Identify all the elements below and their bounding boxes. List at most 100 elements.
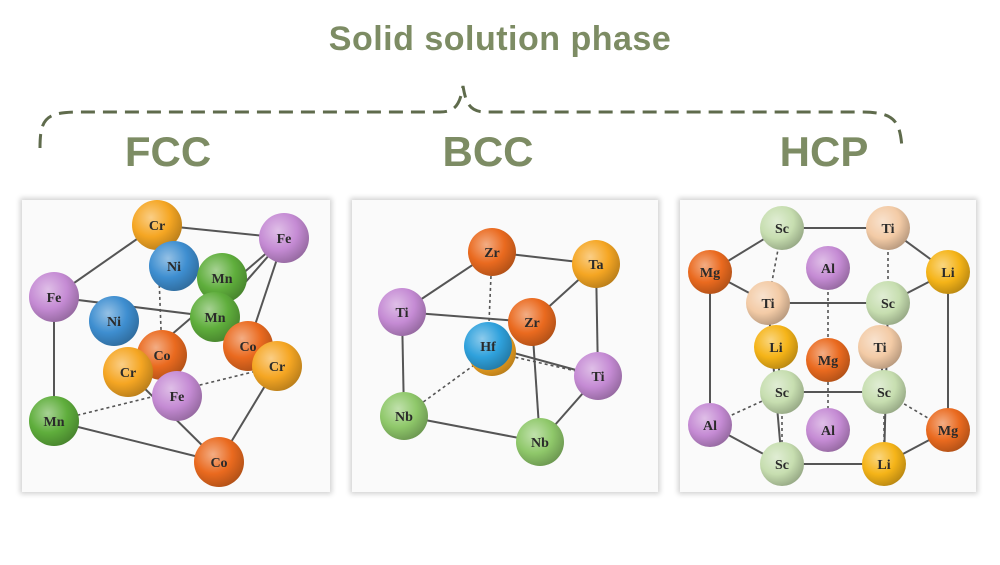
- atom-sphere: [194, 437, 244, 487]
- atom-li: Li: [754, 325, 798, 369]
- atom-sphere: [688, 250, 732, 294]
- atom-ti: Ti: [858, 325, 902, 369]
- atom-sc: Sc: [862, 370, 906, 414]
- atom-symbol: Hf: [480, 340, 496, 355]
- atom-hf: Hf: [464, 322, 512, 370]
- atom-sphere: [259, 213, 309, 263]
- atom-sphere: [572, 240, 620, 288]
- atom-sphere: [103, 347, 153, 397]
- atom-symbol: Ti: [396, 306, 409, 321]
- atom-sphere: [760, 442, 804, 486]
- atom-symbol: Sc: [775, 222, 789, 237]
- atom-symbol: Sc: [775, 386, 789, 401]
- atom-sphere: [926, 408, 970, 452]
- atom-symbol: Sc: [881, 297, 895, 312]
- diagram-title: Solid solution phase: [328, 20, 672, 58]
- bcc-panel: ZrTaTiTaHfZrTiNbNb: [352, 200, 658, 492]
- atom-sphere: [149, 241, 199, 291]
- atom-symbol: Mg: [938, 424, 958, 439]
- atom-sphere: [806, 246, 850, 290]
- bcc-lattice: ZrTaTiTaHfZrTiNbNb: [378, 228, 622, 466]
- atom-sc: Sc: [760, 206, 804, 250]
- atom-sphere: [862, 370, 906, 414]
- atom-symbol: Zr: [484, 246, 500, 261]
- atom-zr: Zr: [468, 228, 516, 276]
- atom-symbol: Al: [821, 262, 835, 277]
- atom-sphere: [806, 408, 850, 452]
- bond-line: [53, 420, 220, 463]
- atom-symbol: Fe: [170, 390, 185, 405]
- atom-sphere: [760, 206, 804, 250]
- atom-fe: Fe: [29, 272, 79, 322]
- atom-symbol: Mg: [818, 354, 838, 369]
- atom-sphere: [862, 442, 906, 486]
- atom-symbol: Li: [877, 458, 890, 473]
- atom-sc: Sc: [760, 442, 804, 486]
- atom-symbol: Fe: [277, 232, 292, 247]
- atom-sphere: [866, 206, 910, 250]
- atom-ni: Ni: [149, 241, 199, 291]
- fcc-label: FCC: [124, 128, 212, 175]
- atom-symbol: Cr: [120, 366, 136, 381]
- atom-sphere: [29, 396, 79, 446]
- atom-symbol: Co: [210, 456, 227, 471]
- atom-symbol: Sc: [877, 386, 891, 401]
- atom-symbol: Li: [769, 341, 782, 356]
- atom-cr: Cr: [103, 347, 153, 397]
- atom-symbol: Nb: [531, 436, 549, 451]
- atom-sphere: [468, 228, 516, 276]
- atom-sphere: [516, 418, 564, 466]
- atom-nb: Nb: [516, 418, 564, 466]
- atom-cr: Cr: [252, 341, 302, 391]
- atom-al: Al: [806, 246, 850, 290]
- atom-sphere: [574, 352, 622, 400]
- atom-sphere: [688, 403, 732, 447]
- atom-symbol: Co: [153, 349, 170, 364]
- atom-symbol: Cr: [269, 360, 285, 375]
- atom-zr: Zr: [508, 298, 556, 346]
- atom-sphere: [380, 392, 428, 440]
- atom-ti: Ti: [378, 288, 426, 336]
- atom-sphere: [190, 292, 240, 342]
- atom-sphere: [197, 253, 247, 303]
- atom-mn: Mn: [197, 253, 247, 303]
- atom-symbol: Mn: [212, 272, 233, 287]
- atom-symbol: Sc: [775, 458, 789, 473]
- atom-symbol: Ni: [107, 315, 121, 330]
- atom-mg: Mg: [806, 338, 850, 382]
- atom-symbol: Al: [821, 424, 835, 439]
- atom-sphere: [464, 322, 512, 370]
- atom-sphere: [754, 325, 798, 369]
- atom-sphere: [29, 272, 79, 322]
- atom-mn: Mn: [29, 396, 79, 446]
- atom-symbol: Ti: [874, 341, 887, 356]
- atom-symbol: Nb: [395, 410, 413, 425]
- atom-sphere: [858, 325, 902, 369]
- atom-sphere: [806, 338, 850, 382]
- atom-ti: Ti: [746, 281, 790, 325]
- atom-sphere: [926, 250, 970, 294]
- atom-sphere: [152, 371, 202, 421]
- atom-mn: Mn: [190, 292, 240, 342]
- atom-symbol: Al: [703, 419, 717, 434]
- atom-ti: Ti: [866, 206, 910, 250]
- atom-sc: Sc: [760, 370, 804, 414]
- hcp-label: HCP: [779, 128, 869, 175]
- atom-ta: Ta: [572, 240, 620, 288]
- atom-symbol: Zr: [524, 316, 540, 331]
- atom-sphere: [746, 281, 790, 325]
- atom-symbol: Mg: [700, 266, 720, 281]
- atom-symbol: Mn: [205, 311, 226, 326]
- atom-ni: Ni: [89, 296, 139, 346]
- atom-mg: Mg: [688, 250, 732, 294]
- atom-symbol: Fe: [47, 291, 62, 306]
- atom-nb: Nb: [380, 392, 428, 440]
- atom-sphere: [508, 298, 556, 346]
- grouping-bracket: [38, 85, 904, 149]
- atom-symbol: Ti: [882, 222, 895, 237]
- atom-li: Li: [862, 442, 906, 486]
- atom-fe: Fe: [259, 213, 309, 263]
